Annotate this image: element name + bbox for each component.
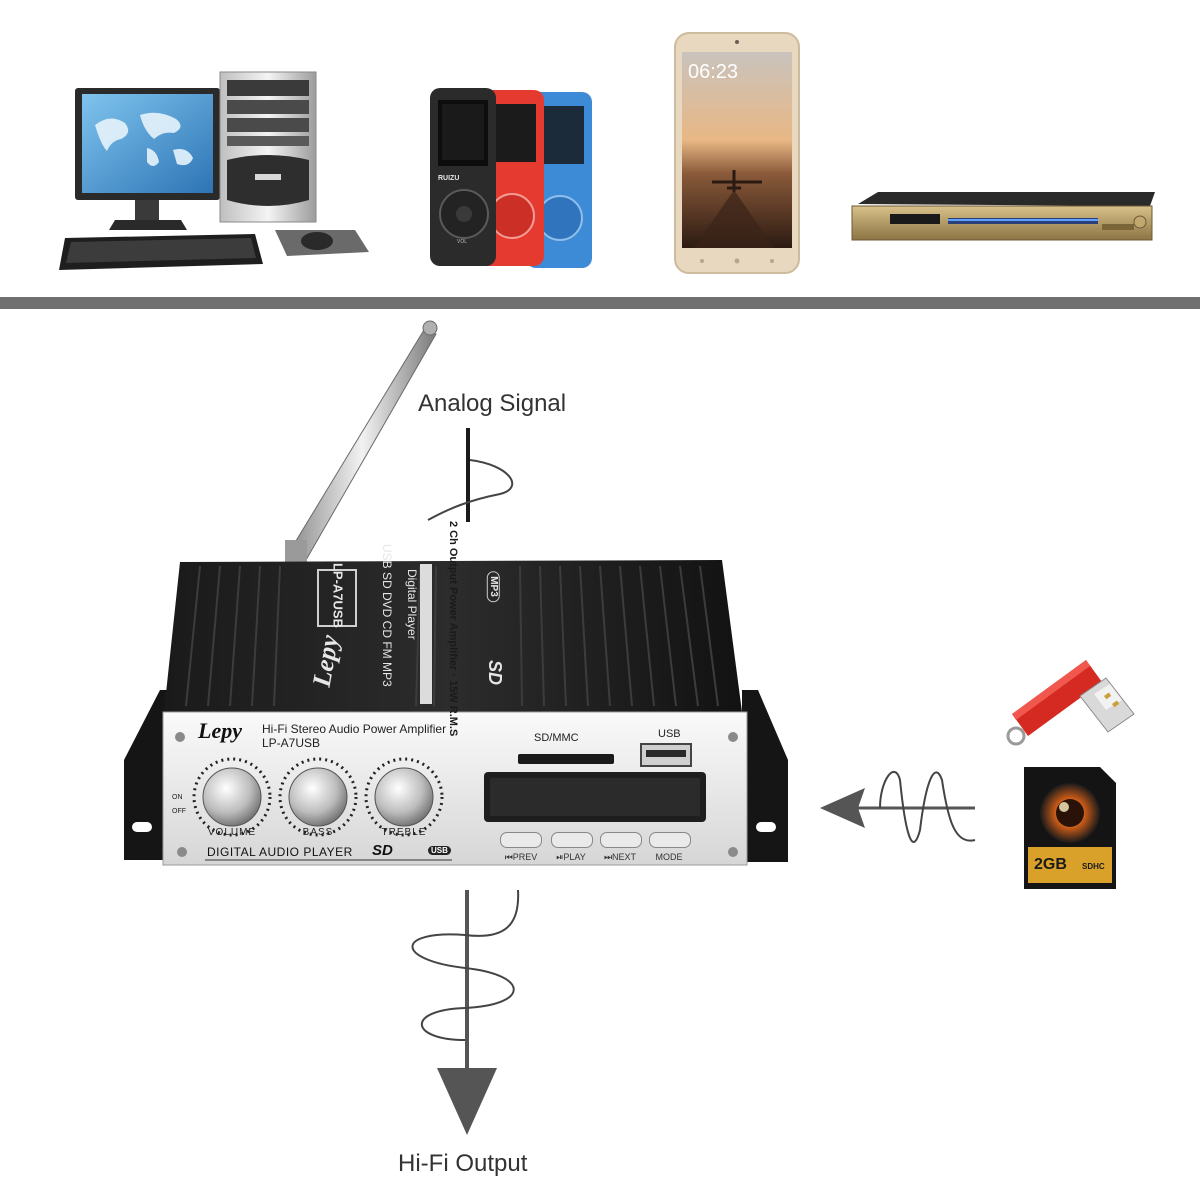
footer-sd-logo: SD — [372, 842, 393, 859]
volume-knob — [192, 757, 272, 837]
sd-slot-label: SD/MMC — [534, 732, 579, 744]
sd-card-icon: 2GB SDHC — [1024, 767, 1116, 889]
treble-knob-label: TREBLE — [381, 827, 427, 838]
front-model: LP-A7USB — [262, 736, 321, 750]
power-off-label: OFF — [172, 808, 186, 815]
sd-card-size: 2GB — [1034, 856, 1067, 873]
top-mp3-badge: MP3 — [486, 571, 500, 602]
mp3-vol-label: VOL — [457, 239, 467, 245]
top-text-line2: Digital Player — [405, 569, 419, 640]
prev-button-label: ⏮PREV — [504, 852, 538, 862]
next-button[interactable] — [600, 832, 642, 848]
play-button-label: ⏯PLAY — [556, 852, 586, 862]
dvd-player-icon — [851, 192, 1155, 241]
front-subtitle: Hi-Fi Stereo Audio Power Amplifier — [262, 722, 447, 736]
smartphone-icon: 06:23 — [674, 32, 800, 274]
mp3-player-icon: RUIZU VOL — [430, 88, 592, 268]
usb-port-label: USB — [658, 728, 681, 740]
mode-button-label: MODE — [655, 852, 683, 862]
phone-time: 06:23 — [688, 61, 738, 83]
footer-label: DIGITAL AUDIO PLAYER — [207, 845, 353, 859]
sd-card-class: SDHC — [1082, 862, 1105, 871]
top-text-line3: 2 Ch Output Power Amplifier · 15W R.M.S — [447, 521, 459, 737]
bass-knob-label: BASS — [302, 827, 334, 838]
top-sd-logo: SD — [485, 659, 506, 686]
footer-usb-logo: USB — [428, 846, 451, 855]
front-brand: Lepy — [198, 718, 242, 743]
desktop-computer-icon — [59, 71, 369, 270]
mode-button[interactable] — [649, 832, 691, 848]
usb-flash-drive-icon — [1006, 660, 1135, 746]
bass-knob — [278, 757, 358, 837]
volume-knob-label: VOLUME — [207, 827, 257, 838]
analog-signal-label: Analog Signal — [418, 390, 567, 417]
top-model-badge: LP-A7USB — [330, 562, 346, 628]
hifi-output-label: Hi-Fi Output — [398, 1150, 528, 1177]
play-button[interactable] — [551, 832, 593, 848]
prev-button[interactable] — [500, 832, 542, 848]
next-button-label: ⏭NEXT — [603, 852, 637, 862]
top-text-line1: USB SD DVD CD FM MP3 — [380, 544, 394, 687]
power-on-label: ON — [172, 794, 183, 801]
section-divider — [0, 297, 1200, 309]
treble-knob — [364, 757, 444, 837]
mp3-brand: RUIZU — [438, 175, 459, 182]
